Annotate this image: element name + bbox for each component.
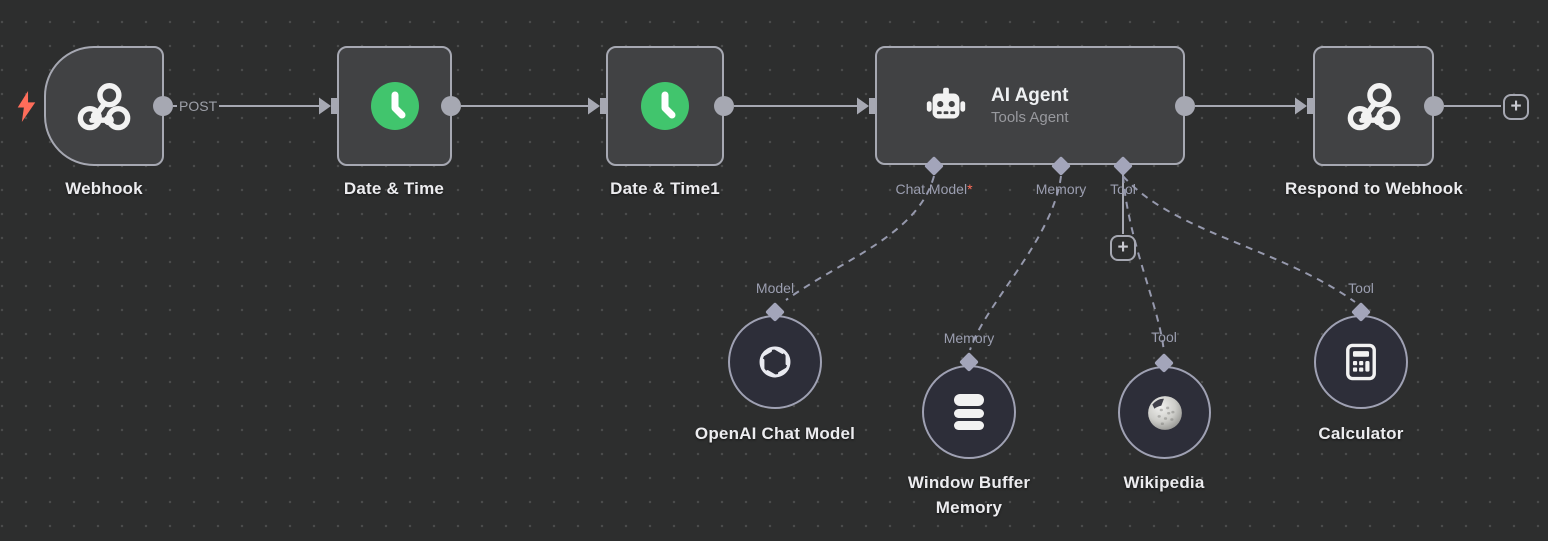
windowbuffer-label: Window Buffer Memory — [907, 473, 1031, 517]
date-time1-output-port[interactable] — [714, 96, 734, 116]
openai-model-port-label: Model — [755, 280, 795, 296]
clock-icon — [641, 82, 689, 130]
connection-memory-windowbuffer[interactable] — [969, 175, 1062, 351]
webhook-label: Webhook — [65, 179, 143, 198]
clock-icon — [370, 82, 419, 130]
robot-icon — [926, 87, 966, 118]
wikipedia-globe-icon — [1147, 395, 1182, 430]
ai-agent-title: AI Agent — [991, 84, 1069, 106]
trigger-bolt-icon — [15, 91, 39, 122]
respond-output-port[interactable] — [1424, 96, 1444, 116]
webhook-icon — [1347, 83, 1400, 131]
connection-chatmodel-openai[interactable] — [785, 175, 935, 301]
calculator-label: Calculator — [1318, 424, 1404, 443]
node-calculator[interactable] — [1314, 315, 1408, 409]
connection-tool-calculator[interactable] — [1122, 175, 1356, 303]
windowbuffer-memory-port-label: Memory — [943, 330, 995, 346]
plus-icon: + — [1117, 237, 1129, 258]
ai-agent-subtitle: Tools Agent — [991, 108, 1069, 126]
connection-tool-wikipedia[interactable] — [1122, 175, 1165, 353]
node-date-time[interactable] — [337, 46, 452, 166]
database-icon — [954, 394, 984, 430]
node-wikipedia[interactable] — [1118, 366, 1211, 459]
node-window-buffer-memory[interactable] — [922, 365, 1016, 459]
webhook-output-port[interactable] — [153, 96, 173, 116]
wikipedia-tool-port-label: Tool — [1151, 329, 1177, 345]
input-connectors — [319, 97, 1316, 115]
calculator-tool-port-label: Tool — [1348, 280, 1374, 296]
node-respond-to-webhook[interactable] — [1313, 46, 1434, 166]
add-tool-button[interactable]: + — [1110, 235, 1136, 261]
node-date-time1[interactable] — [606, 46, 724, 166]
date-time-label: Date & Time — [343, 179, 445, 198]
node-ai-agent[interactable]: AI Agent Tools Agent — [875, 46, 1185, 165]
date-time1-label: Date & Time1 — [610, 179, 720, 198]
node-webhook[interactable] — [44, 46, 164, 166]
webhook-method-label: POST — [177, 98, 220, 114]
calculator-icon — [1346, 343, 1376, 381]
respond-label: Respond to Webhook — [1285, 179, 1463, 198]
ai-agent-output-port[interactable] — [1175, 96, 1195, 116]
tool-port-label: Tool — [1110, 181, 1136, 197]
openai-label: OpenAI Chat Model — [694, 424, 856, 443]
openai-icon — [759, 346, 791, 378]
node-openai-chat-model[interactable] — [728, 315, 822, 409]
plus-icon: + — [1510, 96, 1522, 117]
date-time-output-port[interactable] — [441, 96, 461, 116]
chat-model-port-label: Chat Model* — [895, 181, 973, 197]
add-node-button[interactable]: + — [1503, 94, 1529, 120]
wikipedia-label: Wikipedia — [1123, 473, 1205, 492]
memory-port-label: Memory — [1035, 181, 1087, 197]
required-asterisk: * — [967, 181, 973, 197]
webhook-icon — [77, 83, 131, 131]
